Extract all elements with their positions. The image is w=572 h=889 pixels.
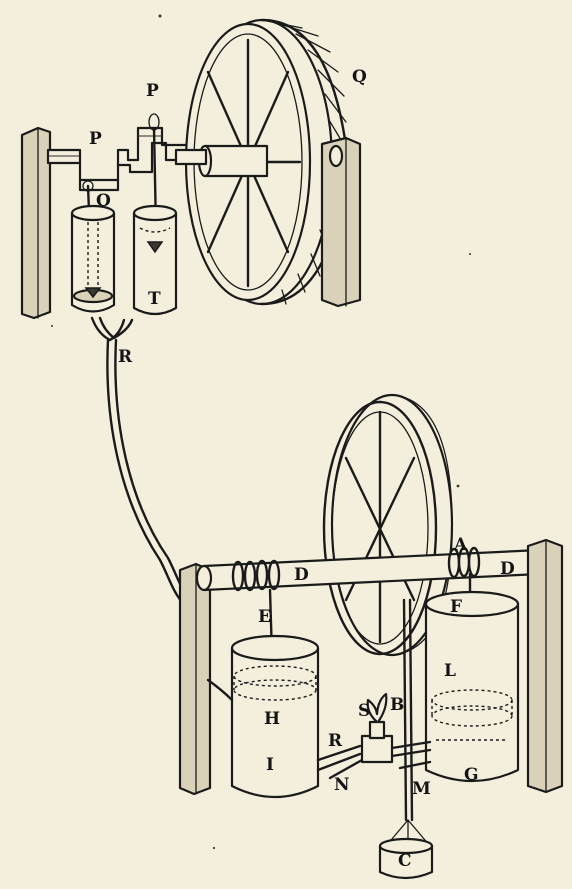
wheel-a: [322, 393, 454, 657]
label-r-upper: R: [118, 347, 133, 367]
right-pump-cylinder-t: [132, 204, 178, 316]
label-p-top: P: [146, 81, 159, 101]
tank-l: [424, 590, 520, 783]
lower-right-post: [526, 538, 564, 794]
label-q: Q: [352, 67, 367, 87]
label-r-lower: R: [328, 731, 343, 751]
label-s: S: [358, 701, 370, 721]
label-h: H: [264, 709, 280, 729]
label-c: C: [398, 851, 412, 871]
pipe-r: [90, 316, 192, 604]
label-l: L: [444, 661, 456, 681]
label-p-left: P: [89, 129, 102, 149]
label-d-left: D: [294, 565, 309, 585]
label-g: G: [464, 765, 479, 785]
label-o: O: [96, 191, 111, 211]
weight-c: [378, 837, 434, 880]
lower-left-post: [178, 562, 212, 796]
upper-left-post: [20, 126, 52, 320]
upper-right-post: [320, 136, 362, 308]
print-speckles: [51, 14, 471, 850]
label-f: F: [450, 597, 462, 617]
crank-shaft-p: [46, 126, 194, 192]
label-a: A: [453, 535, 468, 555]
valve-s: [360, 692, 394, 764]
label-e: E: [258, 607, 271, 627]
label-n: N: [334, 775, 350, 795]
label-t: T: [148, 289, 161, 309]
label-i: I: [266, 755, 274, 775]
label-m: M: [412, 779, 431, 799]
label-b: B: [390, 695, 404, 715]
water-wheel-q: [174, 18, 350, 306]
left-pump-cylinder: [70, 204, 116, 313]
tank-i: [230, 634, 320, 799]
label-d-right: D: [500, 559, 515, 579]
